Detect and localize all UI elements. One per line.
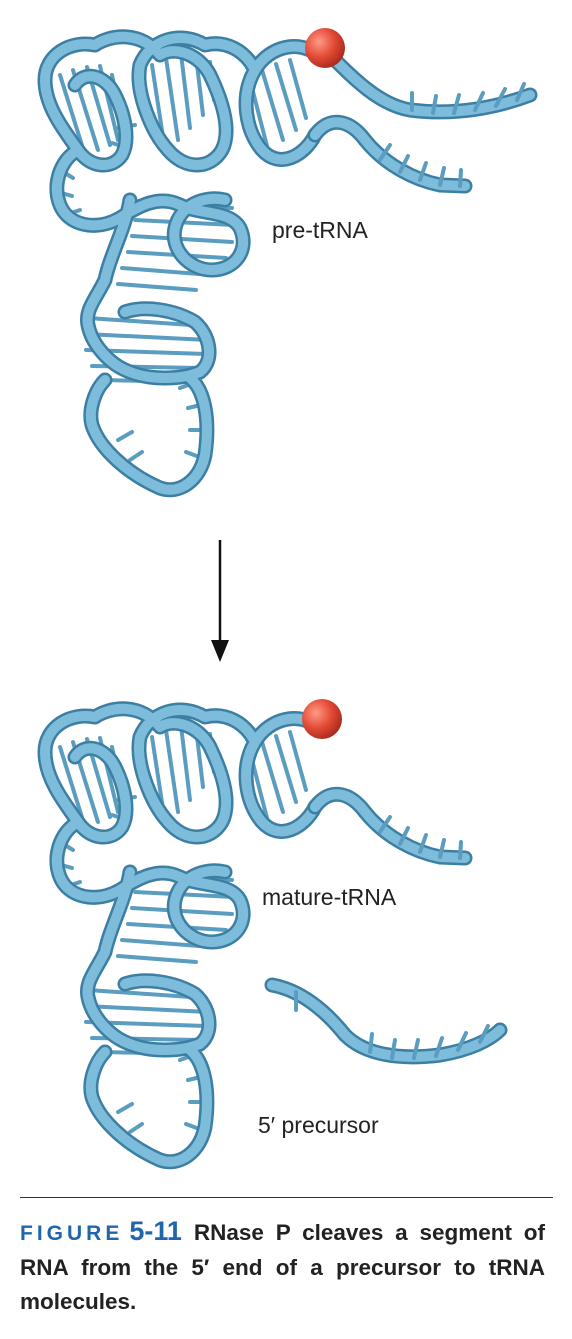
- figure-word: FIGURE: [20, 1222, 124, 1245]
- figure-number: 5-11: [129, 1216, 182, 1246]
- phosphate-sphere-mature: [302, 699, 342, 739]
- mature-trna-structure: mature-tRNA: [45, 699, 465, 1162]
- pre-trna-structure: pre-tRNA: [45, 28, 538, 490]
- five-prime-precursor-label: 5′ precursor: [258, 1112, 379, 1138]
- phosphate-sphere: [305, 28, 345, 68]
- leader-strand: [322, 47, 538, 120]
- pre-trna-label: pre-tRNA: [272, 217, 369, 243]
- mature-trna-label: mature-tRNA: [262, 884, 397, 910]
- caption-divider: [20, 1197, 553, 1198]
- reaction-arrow: [211, 540, 229, 662]
- caption-text: RNase P cleaves a segment of RNA from th…: [20, 1220, 545, 1314]
- five-prime-precursor-fragment: 5′ precursor: [258, 977, 508, 1138]
